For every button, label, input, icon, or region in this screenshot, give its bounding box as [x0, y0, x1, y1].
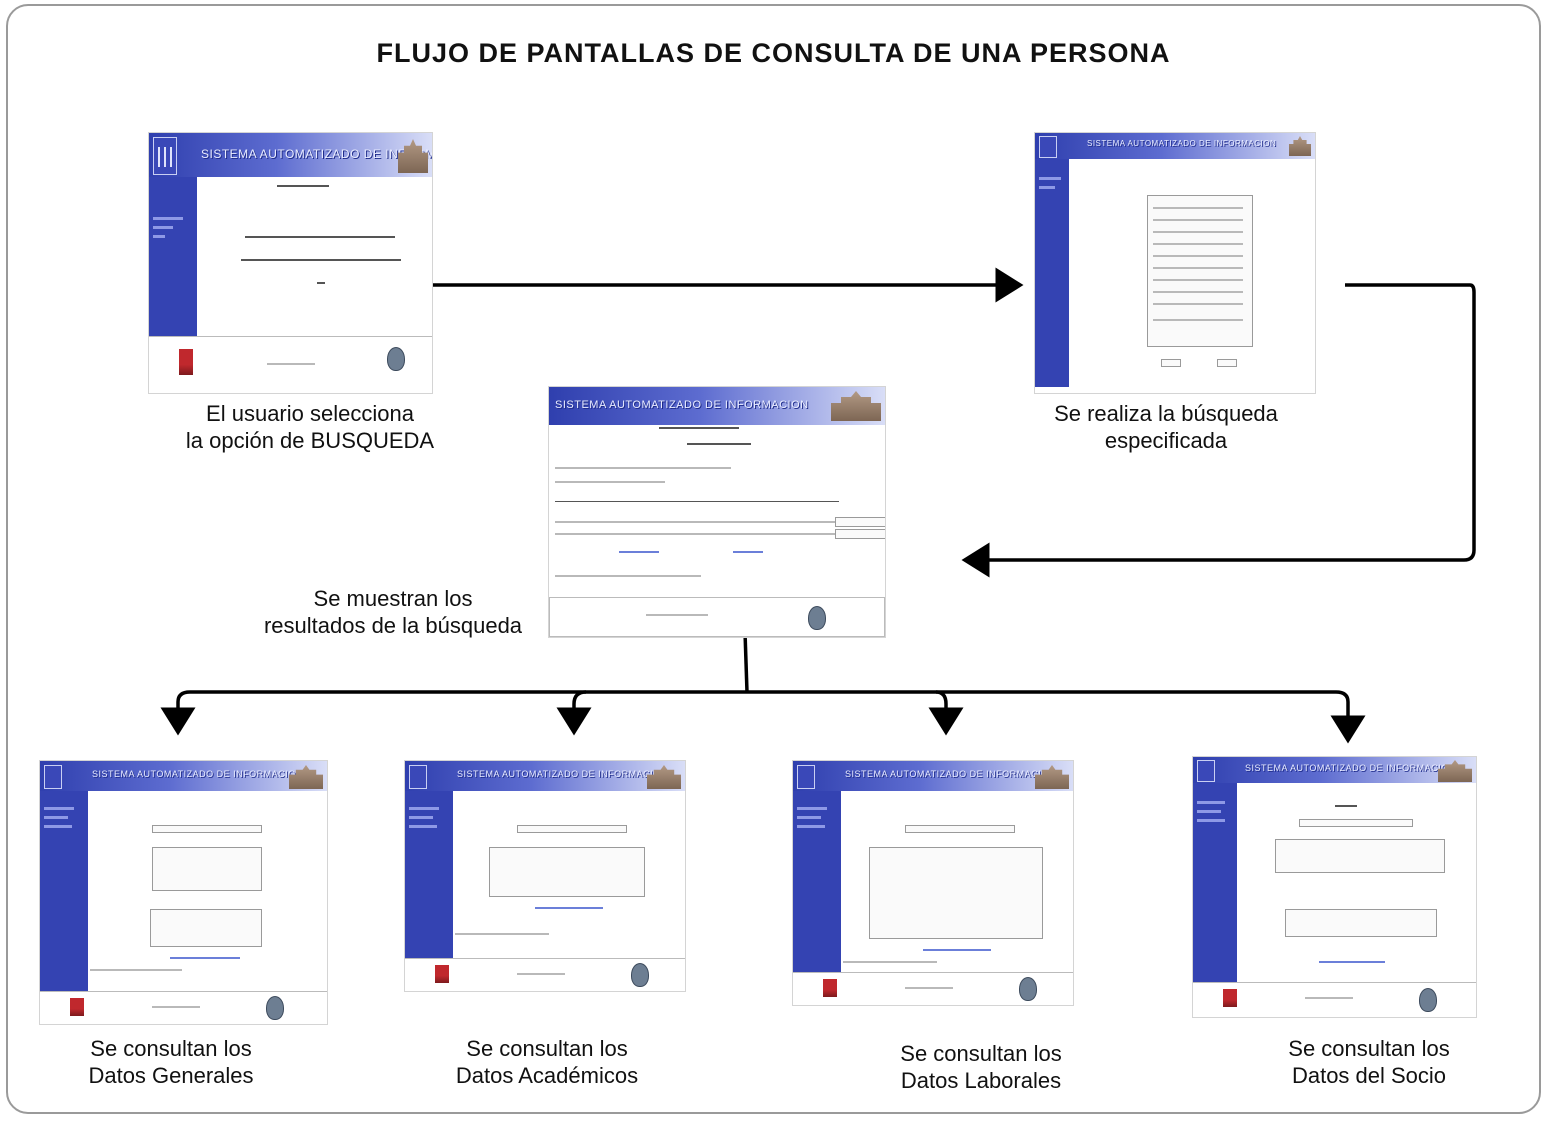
seal-icon — [808, 606, 826, 630]
caption-step3: Se muestran los resultados de la búsqued… — [238, 585, 548, 639]
name-field — [152, 825, 262, 833]
screen-footer — [40, 991, 327, 1024]
caption-line: Se consultan los — [90, 1036, 252, 1061]
caption-line: Se muestran los — [313, 586, 473, 611]
caption-step1: El usuario selecciona la opción de BUSQU… — [160, 400, 460, 454]
branch-line — [176, 690, 1350, 738]
sidebar — [40, 791, 88, 992]
screen-header-text: SISTEMA AUTOMATIZADO DE INFORMACION — [201, 147, 432, 161]
screen-footer — [1193, 982, 1476, 1017]
screen-welcome-thumbnail: SISTEMA AUTOMATIZADO DE INFORMACION — [148, 132, 433, 394]
caption-line: El usuario selecciona — [206, 401, 414, 426]
caption-line: resultados de la búsqueda — [263, 613, 523, 638]
screen-footer — [149, 336, 432, 393]
logo-icon — [153, 137, 177, 175]
building-icon — [1438, 760, 1472, 782]
sidebar — [149, 177, 197, 337]
caption-line: Datos del Socio — [1291, 1063, 1447, 1088]
seal-icon — [266, 996, 284, 1020]
screen-header: SISTEMA AUTOMATIZADO DE INFORMACION — [40, 761, 327, 791]
arrow-search-to-results — [961, 283, 1476, 578]
screen-footer — [549, 597, 885, 637]
caption-step4a: Se consultan los Datos Generales — [40, 1035, 302, 1089]
row-action-buttons — [835, 529, 885, 539]
arrow-to-laborales — [935, 690, 948, 730]
emblem-icon — [1223, 989, 1237, 1007]
screen-header-text: SISTEMA AUTOMATIZADO DE INFORMACION — [845, 769, 1056, 779]
screen-header-text: SISTEMA AUTOMATIZADO DE INFORMACION — [1245, 763, 1456, 773]
screen-header-text: SISTEMA AUTOMATIZADO DE INFORMACION — [92, 769, 303, 779]
screen-laborales-thumbnail: SISTEMA AUTOMATIZADO DE INFORMACION — [792, 760, 1074, 1006]
screen-header: SISTEMA AUTOMATIZADO DE INFORMACION — [549, 387, 885, 425]
diagram-title: FLUJO DE PANTALLAS DE CONSULTA DE UNA PE… — [376, 38, 1171, 68]
building-icon — [1289, 136, 1311, 156]
search-button — [1161, 359, 1181, 367]
name-field — [517, 825, 627, 833]
caption-line: Se realiza la búsqueda — [1054, 401, 1278, 426]
screen-header: SISTEMA AUTOMATIZADO DE INFORMACION — [793, 761, 1073, 791]
sidebar — [793, 791, 841, 973]
address-table — [150, 909, 262, 947]
logo-icon — [1197, 760, 1215, 782]
seal-icon — [1419, 988, 1437, 1012]
seal-icon — [1019, 977, 1037, 1001]
caption-step2: Se realiza la búsqueda especificada — [1016, 400, 1316, 454]
name-field — [1299, 819, 1413, 827]
sidebar — [405, 791, 453, 959]
logo-icon — [409, 765, 427, 789]
emblem-icon — [435, 965, 449, 983]
emblem-icon — [179, 349, 193, 375]
screen-header: SISTEMA AUTOMATIZADO DE INFORMACION — [1193, 757, 1476, 783]
logo-icon — [1039, 136, 1057, 158]
screen-header: SISTEMA AUTOMATIZADO DE INFORMACION — [405, 761, 685, 791]
seal-icon — [631, 963, 649, 987]
screen-header-text: SISTEMA AUTOMATIZADO DE INFORMACION — [555, 399, 809, 411]
screen-search-thumbnail: SISTEMA AUTOMATIZADO DE INFORMACION — [1034, 132, 1316, 394]
building-icon — [398, 139, 428, 173]
screen-header: SISTEMA AUTOMATIZADO DE INFORMACION — [1035, 133, 1315, 159]
payments-table — [1285, 909, 1437, 937]
screen-generales-thumbnail: SISTEMA AUTOMATIZADO DE INFORMACION — [39, 760, 328, 1025]
screen-footer — [405, 958, 685, 991]
logo-icon — [797, 765, 815, 789]
emblem-icon — [823, 979, 837, 997]
screen-academicos-thumbnail: SISTEMA AUTOMATIZADO DE INFORMACION — [404, 760, 686, 992]
general-data-table — [152, 847, 262, 891]
caption-line: especificada — [1104, 428, 1228, 453]
logo-icon — [44, 765, 62, 789]
caption-step4b: Se consultan los Datos Académicos — [414, 1035, 680, 1089]
screen-footer — [793, 972, 1073, 1005]
screen-header-text: SISTEMA AUTOMATIZADO DE INFORMACION — [1087, 139, 1277, 148]
name-field — [905, 825, 1015, 833]
screen-results-thumbnail: SISTEMA AUTOMATIZADO DE INFORMACION — [548, 386, 886, 638]
clear-button — [1217, 359, 1237, 367]
caption-line: Datos Académicos — [455, 1063, 639, 1088]
screen-header-text: SISTEMA AUTOMATIZADO DE INFORMACION — [457, 769, 668, 779]
sidebar — [1193, 783, 1237, 983]
caption-step4c: Se consultan los Datos Laborales — [848, 1040, 1114, 1094]
caption-line: Se consultan los — [1288, 1036, 1450, 1061]
member-data-table — [1275, 839, 1445, 873]
caption-line: Se consultan los — [466, 1036, 628, 1061]
caption-line: la opción de BUSQUEDA — [185, 428, 435, 453]
connector-results-down — [743, 631, 749, 693]
caption-line: Datos Laborales — [900, 1068, 1062, 1093]
building-icon — [831, 391, 881, 421]
arrow-to-academicos — [572, 690, 587, 730]
academic-data-table — [489, 847, 645, 897]
search-form — [1147, 195, 1253, 347]
row-action-buttons — [835, 517, 885, 527]
caption-line: Datos Generales — [88, 1063, 254, 1088]
caption-step4d: Se consultan los Datos del Socio — [1236, 1035, 1502, 1089]
caption-line: Se consultan los — [900, 1041, 1062, 1066]
work-data-table — [869, 847, 1043, 939]
seal-icon — [387, 347, 405, 371]
screen-socio-thumbnail: SISTEMA AUTOMATIZADO DE INFORMACION — [1192, 756, 1477, 1018]
screen-header: SISTEMA AUTOMATIZADO DE INFORMACION — [149, 133, 432, 177]
sidebar — [1035, 159, 1069, 387]
emblem-icon — [70, 998, 84, 1016]
